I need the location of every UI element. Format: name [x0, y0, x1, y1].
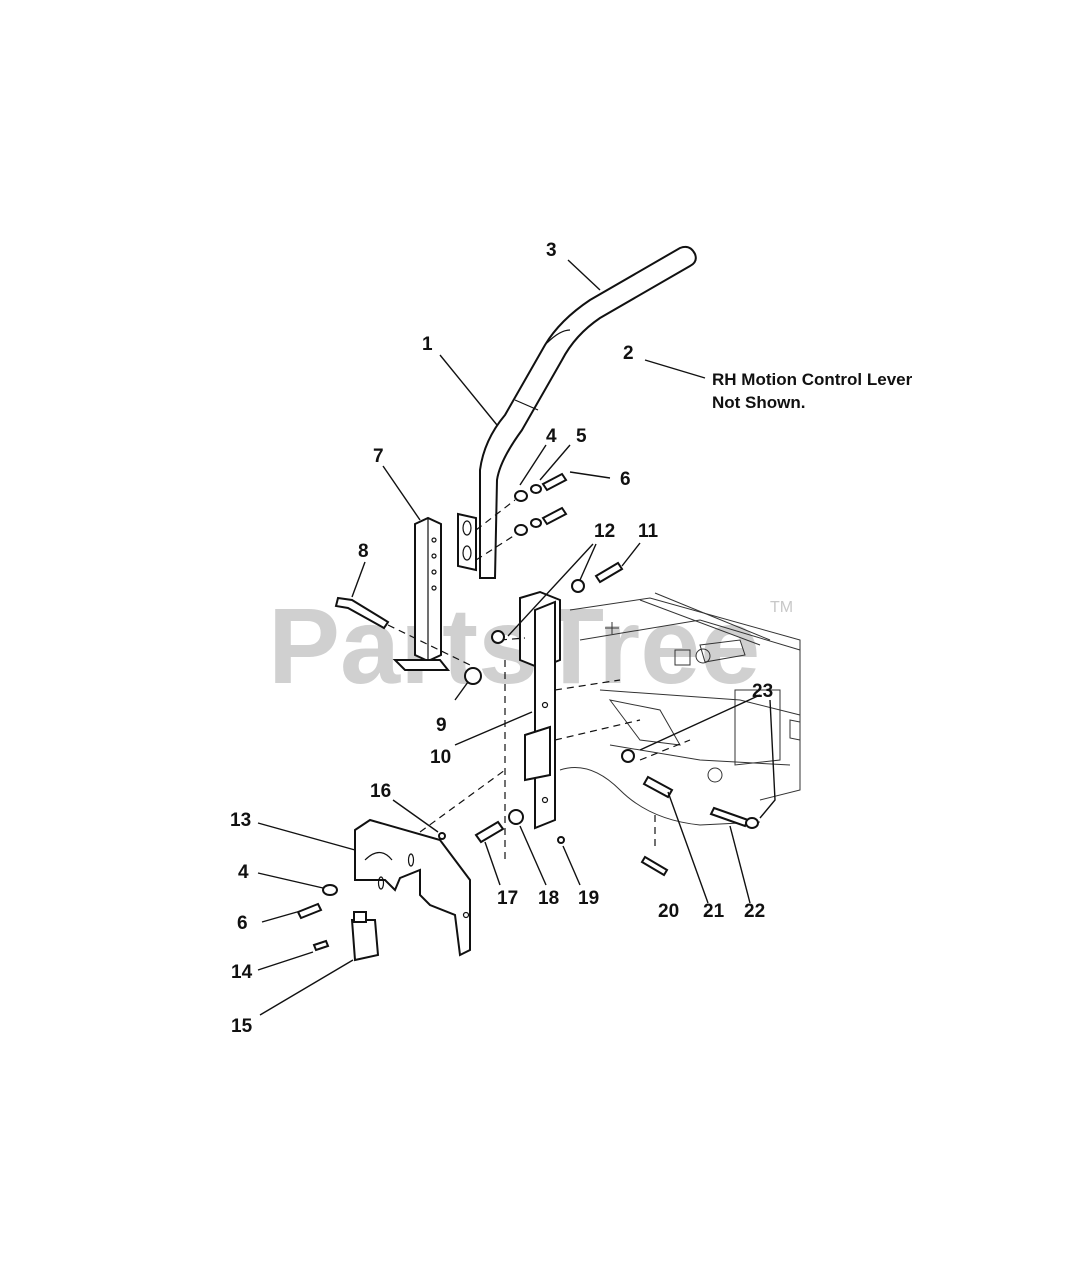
- shield-part: [354, 769, 506, 957]
- upper-hardware: [475, 472, 568, 561]
- callout-1: 1: [422, 334, 433, 355]
- callout-11: 11: [638, 521, 659, 542]
- frame-assembly: [559, 592, 801, 826]
- callout-16: 16: [370, 781, 391, 802]
- callout-9: 9: [436, 715, 447, 736]
- callout-6-upper: 6: [620, 469, 631, 490]
- callout-6-lower: 6: [237, 913, 248, 934]
- callout-17: 17: [497, 888, 518, 909]
- frame-hardware: [621, 739, 759, 877]
- vertical-tube-part: [392, 516, 451, 671]
- callout-7: 7: [373, 446, 384, 467]
- lower-hardware: [296, 832, 446, 962]
- callout-13: 13: [230, 810, 251, 831]
- callout-20: 20: [658, 901, 679, 922]
- note-line-2: Not Shown.: [712, 393, 805, 412]
- callout-12: 12: [594, 521, 615, 542]
- callout-14: 14: [231, 962, 253, 983]
- nut-part: [464, 667, 482, 685]
- handle-bar-part: [479, 245, 697, 579]
- callout-18: 18: [538, 888, 559, 909]
- note-line-1: RH Motion Control Lever: [712, 370, 913, 389]
- callout-4-lower: 4: [238, 862, 249, 883]
- callout-21: 21: [703, 901, 725, 922]
- callout-19: 19: [578, 888, 599, 909]
- callout-15: 15: [231, 1016, 253, 1037]
- callout-labels: 3 1 2 4 5 6 7 8 12 11 9 10 23 16 13 4 6 …: [230, 240, 773, 1037]
- callout-10: 10: [430, 747, 451, 768]
- long-bolt-part: [334, 596, 471, 666]
- pivot-hardware: [474, 809, 565, 844]
- callout-3: 3: [546, 240, 557, 261]
- callout-8: 8: [358, 541, 369, 562]
- lever-bracket-part: [457, 512, 477, 572]
- watermark-trademark: TM: [770, 599, 793, 616]
- callout-5: 5: [576, 426, 587, 447]
- callout-22: 22: [744, 901, 765, 922]
- main-bracket-part: [499, 590, 641, 860]
- bolt-nut-pair: [491, 561, 624, 644]
- callout-4-upper: 4: [546, 426, 557, 447]
- callout-2: 2: [623, 343, 634, 364]
- note: RH Motion Control Lever Not Shown.: [712, 370, 913, 412]
- callout-23: 23: [752, 681, 773, 702]
- leader-lines: [257, 259, 776, 1016]
